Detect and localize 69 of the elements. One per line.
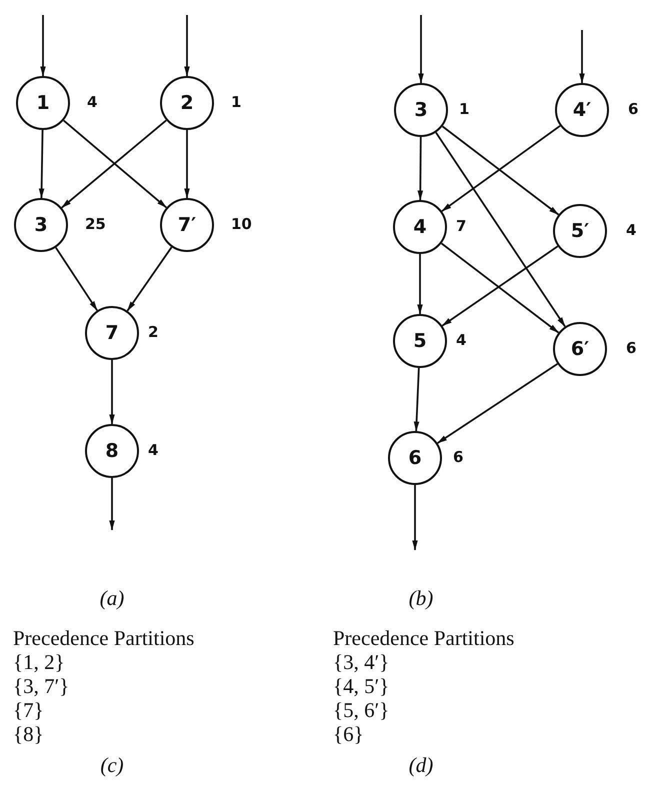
node-number: 5 — [413, 332, 427, 350]
partition-text: {6} — [333, 724, 364, 745]
arrow — [414, 368, 420, 432]
node-circle — [393, 314, 447, 368]
node-weight: 4 — [626, 223, 636, 238]
arrow — [109, 478, 115, 531]
arrow — [435, 132, 566, 328]
node-number: 3 — [34, 216, 48, 234]
node-number: 4 — [413, 218, 427, 236]
arrow — [418, 15, 424, 84]
panel-label: (d) — [408, 755, 434, 776]
node-circle — [553, 204, 607, 258]
arrow — [126, 246, 172, 312]
node-weight: 10 — [231, 217, 252, 232]
arrow — [55, 247, 98, 311]
partition-text: {7} — [13, 700, 44, 721]
node-circle — [388, 431, 442, 485]
partition-text: Precedence Partitions — [333, 628, 514, 649]
node-weight: 25 — [85, 217, 106, 232]
node-weight: 2 — [148, 325, 158, 340]
node-number: 2 — [180, 94, 194, 112]
partition-text: {4, 5′} — [333, 676, 390, 697]
node-number: 5′ — [570, 222, 590, 240]
partition-text: Precedence Partitions — [13, 628, 194, 649]
node-weight: 4 — [87, 95, 98, 110]
node-number: 8 — [105, 442, 119, 460]
panel-label: (a) — [100, 588, 124, 609]
arrow — [184, 15, 190, 77]
node-circle — [14, 198, 68, 252]
node-circle — [85, 306, 139, 360]
node-number: 6 — [408, 448, 422, 468]
node-weight: 1 — [459, 102, 470, 117]
arrow — [412, 485, 418, 551]
arrow — [579, 30, 585, 84]
partition-text: {8} — [13, 724, 44, 745]
partition-text: {3, 7′} — [13, 676, 70, 697]
node-number: 7′ — [178, 216, 196, 234]
arrow — [418, 137, 424, 201]
partition-text: {3, 4′} — [333, 652, 390, 673]
node-circle — [555, 83, 609, 137]
node-number: 6′ — [570, 340, 590, 358]
node-circle — [393, 200, 447, 254]
node-weight: 1 — [231, 95, 242, 110]
node-weight: 6 — [628, 102, 638, 117]
node-circle — [160, 198, 214, 252]
node-number: 1 — [36, 94, 50, 112]
node-circle — [160, 76, 214, 130]
node-weight: 7 — [456, 219, 466, 234]
node-weight: 6 — [453, 450, 464, 465]
arrow — [109, 360, 115, 425]
arrow — [184, 130, 190, 199]
node-circle — [16, 76, 70, 130]
node-number: 3 — [414, 100, 428, 120]
node-circle — [394, 83, 448, 137]
node-circle — [553, 322, 607, 376]
node-weight: 4 — [148, 443, 158, 458]
arrow — [437, 363, 558, 444]
node-number: 7 — [105, 324, 119, 342]
node-weight: 6 — [626, 341, 636, 356]
arrow — [38, 130, 44, 199]
partition-text: {5, 6′} — [333, 700, 390, 721]
node-circle — [85, 424, 139, 478]
arrow — [40, 15, 46, 77]
panel-label: (c) — [100, 755, 124, 776]
node-number: 4′ — [572, 100, 592, 120]
partition-text: {1, 2} — [13, 652, 65, 673]
panel-label: (b) — [408, 588, 434, 609]
arrow — [417, 254, 423, 315]
node-weight: 4 — [456, 333, 466, 348]
